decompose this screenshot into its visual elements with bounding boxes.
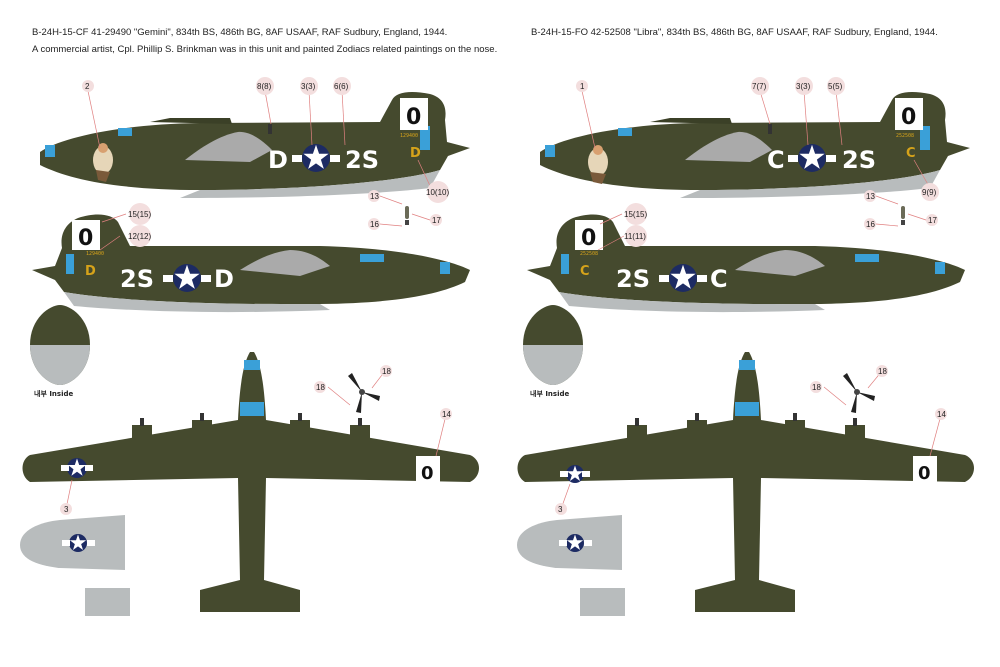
left-callout-3: 3(3) [301, 82, 316, 91]
right-underwing-star [566, 534, 584, 552]
right-callout-16: 16 [866, 220, 875, 229]
right-antenna-part [901, 206, 905, 225]
left-callout-13: 13 [370, 192, 379, 201]
right-fin-inside-detail: 내부 Inside [523, 305, 583, 398]
right-propeller [843, 373, 875, 413]
right-callout-3: 3(3) [796, 82, 811, 91]
left-tail-letter: D [410, 146, 421, 161]
right-squadron-code: 2S [842, 146, 876, 174]
right-fuselage-star [798, 144, 826, 172]
right-callout-13: 13 [866, 192, 875, 201]
left-fuselage-star [302, 144, 330, 172]
left-callout-18b: 18 [382, 367, 391, 376]
left-fin-letter: 0 [406, 105, 421, 130]
right-port-tail-letter: C [580, 264, 590, 279]
left-underwing-star [69, 534, 87, 552]
left-port-tail-letter: D [85, 264, 96, 279]
caption-left-note: A commercial artist, Cpl. Phillip S. Bri… [32, 44, 498, 55]
right-callout-11: 11(11) [624, 232, 646, 241]
left-wing-star [67, 458, 87, 478]
left-port-squadron-code: 2S [120, 265, 154, 293]
left-callout-3b: 3 [64, 505, 69, 514]
right-callout-7: 7(7) [752, 82, 767, 91]
right-callout-17: 17 [928, 216, 937, 225]
left-callout-17: 17 [432, 216, 441, 225]
left-wing-letter: 0 [421, 463, 434, 484]
right-tail-letter: C [906, 146, 916, 161]
caption-right-title: B-24H-15-FO 42-52508 "Libra", 834th BS, … [531, 27, 938, 38]
right-callout-18a: 18 [812, 383, 821, 392]
left-propeller [348, 373, 380, 413]
left-callout-18a: 18 [316, 383, 325, 392]
right-callouts: 1 7(7) 3(3) 5(5) 9(9) 13 17 16 15(15) 11… [555, 77, 947, 515]
left-inside-label: 내부 Inside [34, 389, 73, 398]
right-port-aircraft-letter: C [710, 265, 728, 293]
caption-left-title: B-24H-15-CF 41-29490 "Gemini", 834th BS,… [32, 27, 448, 38]
right-wing-letter: 0 [918, 463, 931, 484]
left-port-fuselage-star [173, 264, 201, 292]
right-callout-1: 1 [580, 82, 585, 91]
left-tailplane-detail [85, 588, 130, 616]
right-callout-9: 9(9) [922, 188, 937, 197]
left-fin-inside-detail: 내부 Inside [30, 305, 90, 398]
right-top-view: 0 [517, 352, 974, 612]
right-port-squadron-code: 2S [616, 265, 650, 293]
left-port-fin-serial: 129400 [86, 251, 104, 257]
left-wing-underside-detail [20, 515, 125, 570]
right-aircraft-letter: C [767, 146, 785, 174]
nose-art-libra [588, 145, 608, 184]
left-squadron-code: 2S [345, 146, 379, 174]
right-callout-3b: 3 [558, 505, 563, 514]
right-callout-18b: 18 [878, 367, 887, 376]
left-fin-serial: 129400 [400, 133, 418, 139]
right-fin-letter: 0 [901, 105, 916, 130]
left-port-fin-letter: 0 [78, 226, 93, 251]
left-aircraft-group: 0 129400 D D 2S 0 129400 D 2S D [20, 77, 479, 616]
right-wing-star [566, 465, 584, 483]
left-side-view-port: 0 129400 D 2S D [32, 214, 470, 313]
left-callout-6: 6(6) [334, 82, 349, 91]
left-antenna-part [405, 206, 409, 225]
right-port-fin-letter: 0 [581, 226, 596, 251]
right-side-view-starboard: 0 252508 C C 2S [540, 92, 970, 198]
left-side-view-starboard: 0 129400 D D 2S [40, 92, 470, 198]
left-callouts: 2 8(8) 3(3) 6(6) 10(10) 13 17 16 15(15) … [60, 77, 452, 515]
right-callout-15: 15(15) [624, 210, 647, 219]
nose-art-gemini [93, 143, 113, 182]
left-callout-12: 12(12) [128, 232, 151, 241]
right-fin-serial: 252508 [896, 133, 914, 139]
left-aircraft-letter: D [268, 146, 288, 174]
left-callout-16: 16 [370, 220, 379, 229]
right-side-view-port: 0 252508 C 2S C [527, 214, 965, 313]
right-port-fin-serial: 252508 [580, 251, 598, 257]
left-callout-8: 8(8) [257, 82, 272, 91]
right-inside-label: 내부 Inside [530, 389, 569, 398]
left-callout-15: 15(15) [128, 210, 151, 219]
right-callout-14: 14 [937, 410, 946, 419]
right-port-fuselage-star [669, 264, 697, 292]
left-callout-14: 14 [442, 410, 451, 419]
left-callout-2: 2 [85, 82, 90, 91]
right-tailplane-detail [580, 588, 625, 616]
left-port-aircraft-letter: D [214, 265, 234, 293]
left-callout-10: 10(10) [426, 188, 449, 197]
right-aircraft-group: 0 252508 C C 2S 0 252508 C 2S C [517, 77, 974, 616]
right-callout-5: 5(5) [828, 82, 843, 91]
left-top-view: 0 [22, 352, 479, 612]
right-wing-underside-detail [517, 515, 622, 570]
